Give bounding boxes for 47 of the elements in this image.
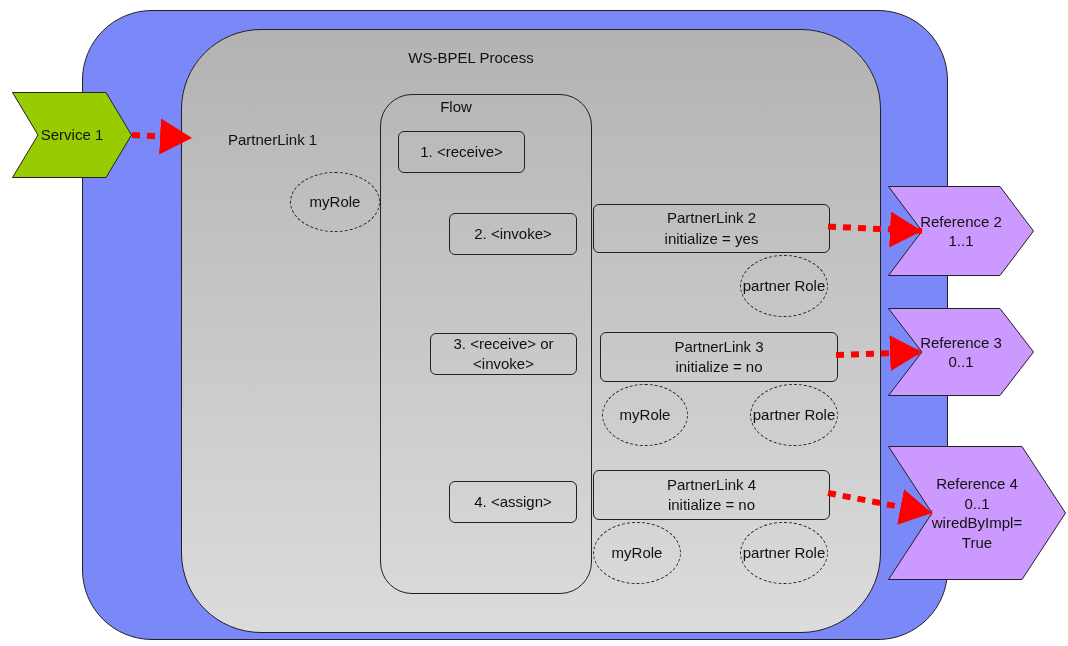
box-sublabel: initialize = yes [663, 228, 760, 249]
dotted-arrow [827, 211, 923, 248]
chevron-label: Reference 3 [919, 332, 1003, 352]
chevron-detail: wiredByImpl= True [930, 513, 1024, 552]
dotted-arrow [835, 335, 923, 372]
process-container [181, 29, 881, 633]
box-label: 3. <receive> or <invoke> [452, 333, 555, 374]
ellipse-label: partner Role [741, 276, 827, 296]
role-ellipse [750, 384, 838, 446]
partnerlink-box [593, 470, 830, 520]
chevron-detail: 0..1 [947, 352, 975, 372]
ellipse-label: partner Role [751, 405, 837, 425]
ellipse-label: myRole [610, 543, 664, 563]
chevron-detail: 0..1 [963, 493, 991, 513]
box-label: PartnerLink 4 [665, 474, 758, 495]
reference-chevron [888, 308, 1034, 396]
box-label: PartnerLink 3 [673, 336, 765, 357]
chevron-label: Service 1 [39, 125, 105, 145]
box-label: 2. <invoke> [473, 223, 553, 244]
ellipse-label: partner Role [741, 543, 827, 563]
ellipse-label: myRole [308, 192, 362, 212]
process-title: WS-BPEL Process [408, 48, 534, 68]
chevron-label: Reference 4 [935, 474, 1019, 494]
activity-box [449, 213, 577, 255]
activity-box [449, 481, 577, 523]
reference-chevron [888, 446, 1066, 580]
ellipse-label: myRole [618, 405, 672, 425]
box-sublabel: initialize = no [674, 357, 764, 377]
flow-title: Flow [440, 97, 472, 117]
box-label: PartnerLink 2 [665, 208, 758, 229]
chevron-label: Reference 2 [919, 211, 1003, 231]
flow-container [380, 94, 592, 594]
reference-chevron [888, 186, 1034, 276]
activity-box [430, 333, 577, 375]
activity-box [398, 131, 525, 173]
dotted-arrow [827, 489, 933, 525]
chevron-detail: 1..1 [947, 231, 975, 251]
dotted-arrow [131, 118, 193, 155]
box-label: 1. <receive> [419, 141, 504, 162]
partnerlink-box [600, 332, 838, 382]
partnerlink-box [593, 204, 830, 253]
box-label: 4. <assign> [473, 491, 553, 512]
box-sublabel: initialize = no [666, 495, 757, 515]
role-ellipse [740, 255, 828, 317]
role-ellipse [740, 522, 828, 584]
service-chevron [12, 92, 132, 178]
text-label: PartnerLink 1 [228, 129, 318, 150]
